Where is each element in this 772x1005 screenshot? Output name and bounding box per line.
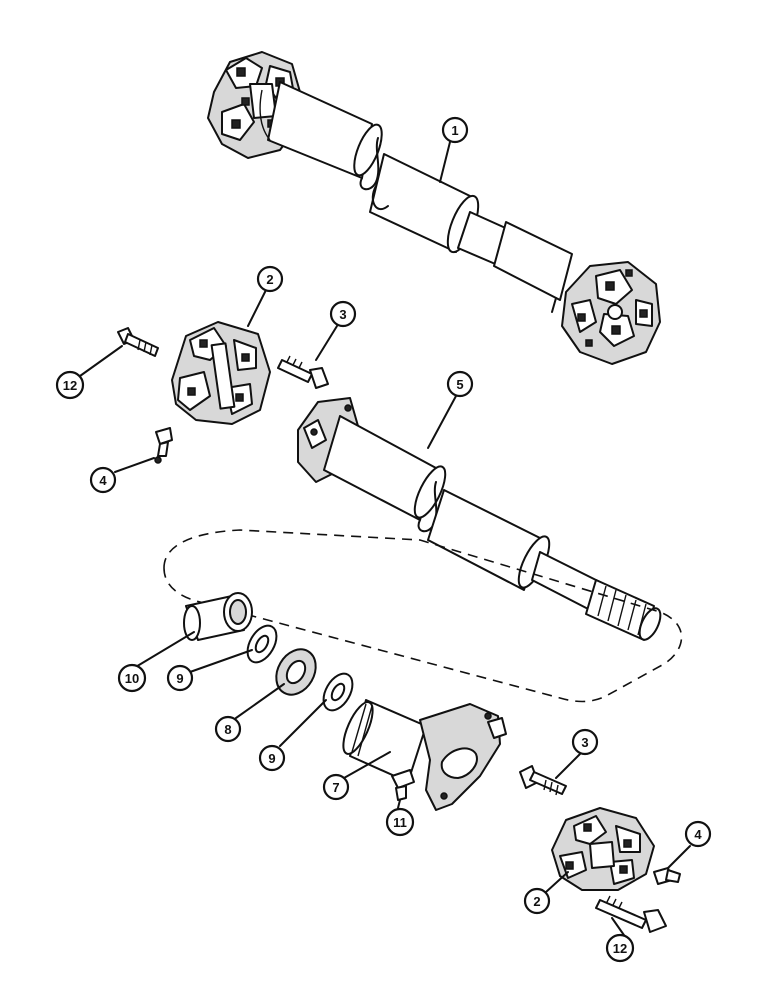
callout-2-lower-label: 2: [533, 894, 540, 909]
callout-4-lower-label: 4: [694, 827, 702, 842]
washer-9-lower: [322, 672, 354, 712]
grease-fitting-4-upper: [154, 427, 173, 464]
kit-group-outline: [163, 529, 683, 703]
bolt-12-lower: [595, 895, 667, 933]
callout-12-upper-label: 12: [63, 378, 77, 393]
bolt-12-upper: [117, 327, 159, 357]
universal-joint-upper: [171, 321, 271, 425]
bolt-3-lower: [519, 765, 567, 796]
callout-10: 10: [117, 663, 147, 693]
callout-4-lower: 4: [684, 820, 712, 848]
callout-9-lower-label: 9: [268, 751, 275, 766]
callout-12-upper: 12: [55, 370, 85, 400]
callout-11-label: 11: [393, 815, 407, 830]
callout-12-lower-label: 12: [613, 941, 627, 956]
universal-joint-lower: [551, 807, 655, 891]
grease-fitting-11: [391, 769, 415, 801]
upper-right-universal-joint: [561, 261, 661, 365]
callout-5-label: 5: [456, 377, 463, 392]
callout-9-upper: 9: [166, 664, 194, 692]
callout-4-upper: 4: [89, 466, 117, 494]
callout-2-lower: 2: [523, 887, 551, 915]
callout-12-lower: 12: [605, 933, 635, 963]
callout-8-label: 8: [224, 722, 231, 737]
callout-4-upper-label: 4: [99, 473, 107, 488]
callout-8: 8: [214, 715, 242, 743]
callout-10-label: 10: [125, 671, 139, 686]
bearing-cup-10: [183, 592, 253, 641]
drive-shaft-assembly: [207, 51, 661, 365]
slip-yoke-tube: [493, 221, 573, 301]
callout-11: 11: [385, 807, 415, 837]
callout-1: 1: [441, 116, 469, 144]
slip-shaft: [297, 397, 662, 641]
callout-7-label: 7: [332, 780, 339, 795]
callout-3-upper-label: 3: [339, 307, 346, 322]
callout-2-upper: 2: [256, 265, 284, 293]
slip-yoke-7: [342, 699, 507, 811]
bolt-3-upper: [277, 355, 329, 389]
callout-5: 5: [446, 370, 474, 398]
callout-3-lower-label: 3: [581, 735, 588, 750]
washer-9-upper: [246, 624, 278, 664]
seal-8: [275, 648, 317, 696]
callout-3-lower: 3: [571, 728, 599, 756]
callout-9-upper-label: 9: [176, 671, 183, 686]
callout-9-lower: 9: [258, 744, 286, 772]
callout-7: 7: [322, 773, 350, 801]
callout-3-upper: 3: [329, 300, 357, 328]
callout-1-label: 1: [451, 123, 458, 138]
callout-2-upper-label: 2: [266, 272, 273, 287]
grease-fitting-4-lower: [653, 867, 681, 885]
